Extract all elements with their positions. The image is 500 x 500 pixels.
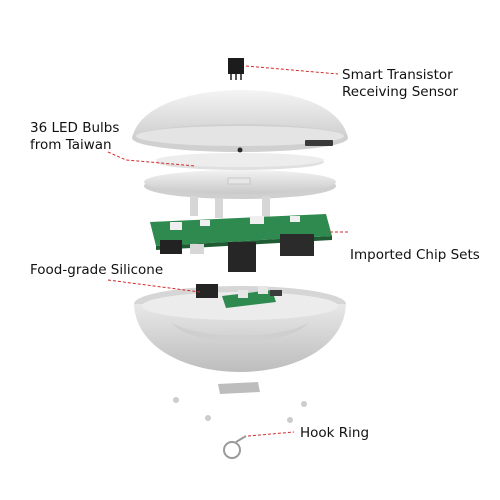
sensor-component (228, 58, 244, 80)
bottom-bowl (134, 284, 346, 372)
callout-lines (107, 65, 348, 437)
callout-line-led (107, 151, 197, 167)
callout-label-led: 36 LED Bulbs from Taiwan (30, 120, 119, 154)
led-plate (144, 170, 336, 218)
callout-label-led-line-2: from Taiwan (30, 137, 112, 153)
callout-label-sensor-line-2: Receiving Sensor (342, 84, 458, 100)
small-parts (173, 382, 307, 423)
callout-label-silicone: Food-grade Silicone (30, 262, 163, 279)
callout-label-hook-line-1: Hook Ring (300, 425, 370, 441)
top-dome-cover (132, 90, 348, 153)
callout-label-hook: Hook Ring (300, 425, 369, 442)
callout-label-sensor: Smart Transistor Receiving Sensor (342, 67, 458, 101)
callout-label-led-line-1: 36 LED Bulbs (30, 120, 120, 136)
callout-label-sensor-line-1: Smart Transistor (342, 67, 453, 83)
callout-line-sensor (245, 65, 339, 75)
hook-ring (223, 435, 247, 459)
callout-line-hook (247, 431, 295, 437)
led-disc (156, 153, 324, 170)
callout-line-silicone (107, 279, 201, 293)
pcb-board (150, 214, 332, 272)
callout-label-silicone-line-1: Food-grade Silicone (30, 262, 164, 278)
callout-label-chip: Imported Chip Sets (350, 247, 480, 264)
callout-label-chip-line-1: Imported Chip Sets (350, 247, 480, 263)
